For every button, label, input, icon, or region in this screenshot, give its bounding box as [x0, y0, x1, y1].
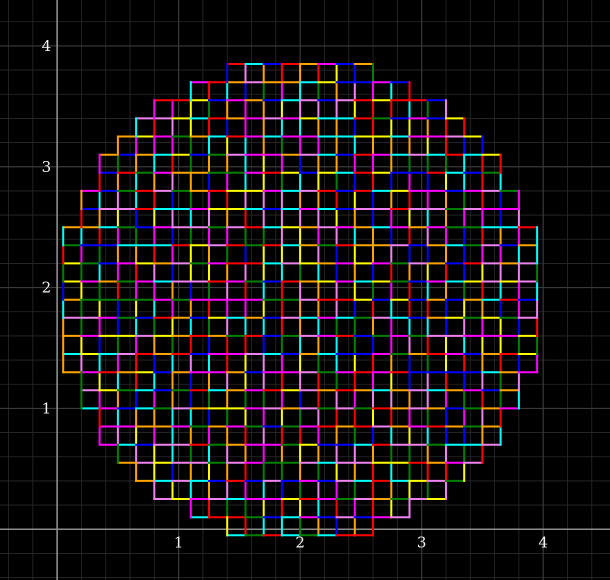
x-tick-labels: 1 2 3 4	[174, 533, 548, 551]
y-tick-labels: 1 2 3 4	[42, 37, 52, 417]
y-tick-label: 3	[42, 158, 52, 176]
x-tick-label: 2	[295, 533, 305, 551]
x-tick-label: 4	[538, 533, 548, 551]
x-tick-label: 3	[417, 533, 427, 551]
y-tick-label: 4	[42, 37, 52, 55]
y-tick-label: 2	[42, 279, 52, 297]
y-tick-label: 1	[42, 399, 52, 417]
tile-edges	[62, 63, 539, 537]
x-tick-label: 1	[174, 533, 184, 551]
